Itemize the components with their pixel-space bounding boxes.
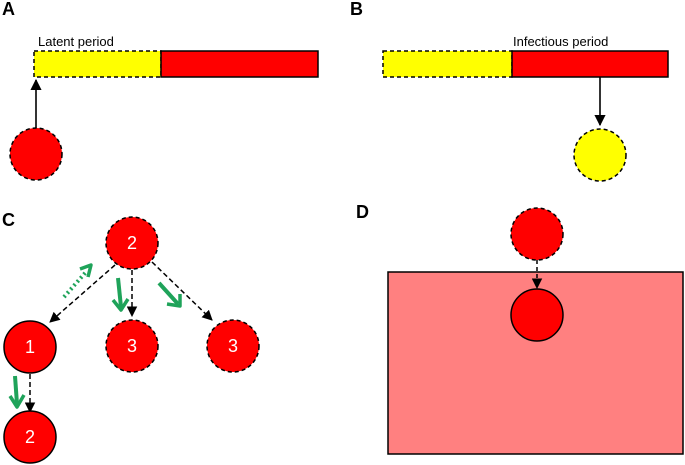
latent-period-bar-b — [382, 50, 513, 78]
node-mid — [105, 319, 159, 373]
inside-node-d — [510, 288, 564, 342]
latent-period-bar — [33, 50, 162, 78]
panel-a: A Latent period — [2, 0, 319, 181]
infectious-period-label: Infectious period — [513, 34, 608, 49]
panel-b: B Infectious period — [350, 0, 669, 182]
node-mid-label: 3 — [127, 336, 137, 356]
panel-c: C 2 1 3 3 2 — [2, 210, 260, 464]
node-left-label: 1 — [25, 337, 35, 357]
green-arrow-right — [157, 281, 182, 308]
green-arrow-down-left — [8, 375, 26, 409]
node-bottom — [3, 410, 57, 464]
node-bottom-label: 2 — [25, 427, 35, 447]
panel-a-letter: A — [2, 0, 15, 19]
panel-c-letter: C — [2, 210, 15, 230]
panel-b-letter: B — [350, 0, 363, 19]
infectee-node-b — [573, 128, 627, 182]
edge-top-right — [151, 261, 213, 321]
node-top-label: 2 — [127, 233, 137, 253]
infector-node-a — [9, 127, 63, 181]
infectious-period-bar — [511, 50, 669, 78]
panel-d-letter: D — [356, 202, 369, 222]
infectious-period-bar-a — [160, 50, 319, 78]
green-arrow-down-mid — [111, 277, 130, 312]
node-top — [105, 216, 159, 270]
panel-d: D — [356, 202, 684, 455]
outside-node-d — [510, 207, 564, 261]
node-left — [3, 320, 57, 374]
node-right-label: 3 — [228, 336, 238, 356]
green-arrow-dotted — [62, 263, 93, 299]
edge-top-left — [49, 264, 116, 323]
node-right — [206, 319, 260, 373]
latent-period-label: Latent period — [38, 34, 114, 49]
